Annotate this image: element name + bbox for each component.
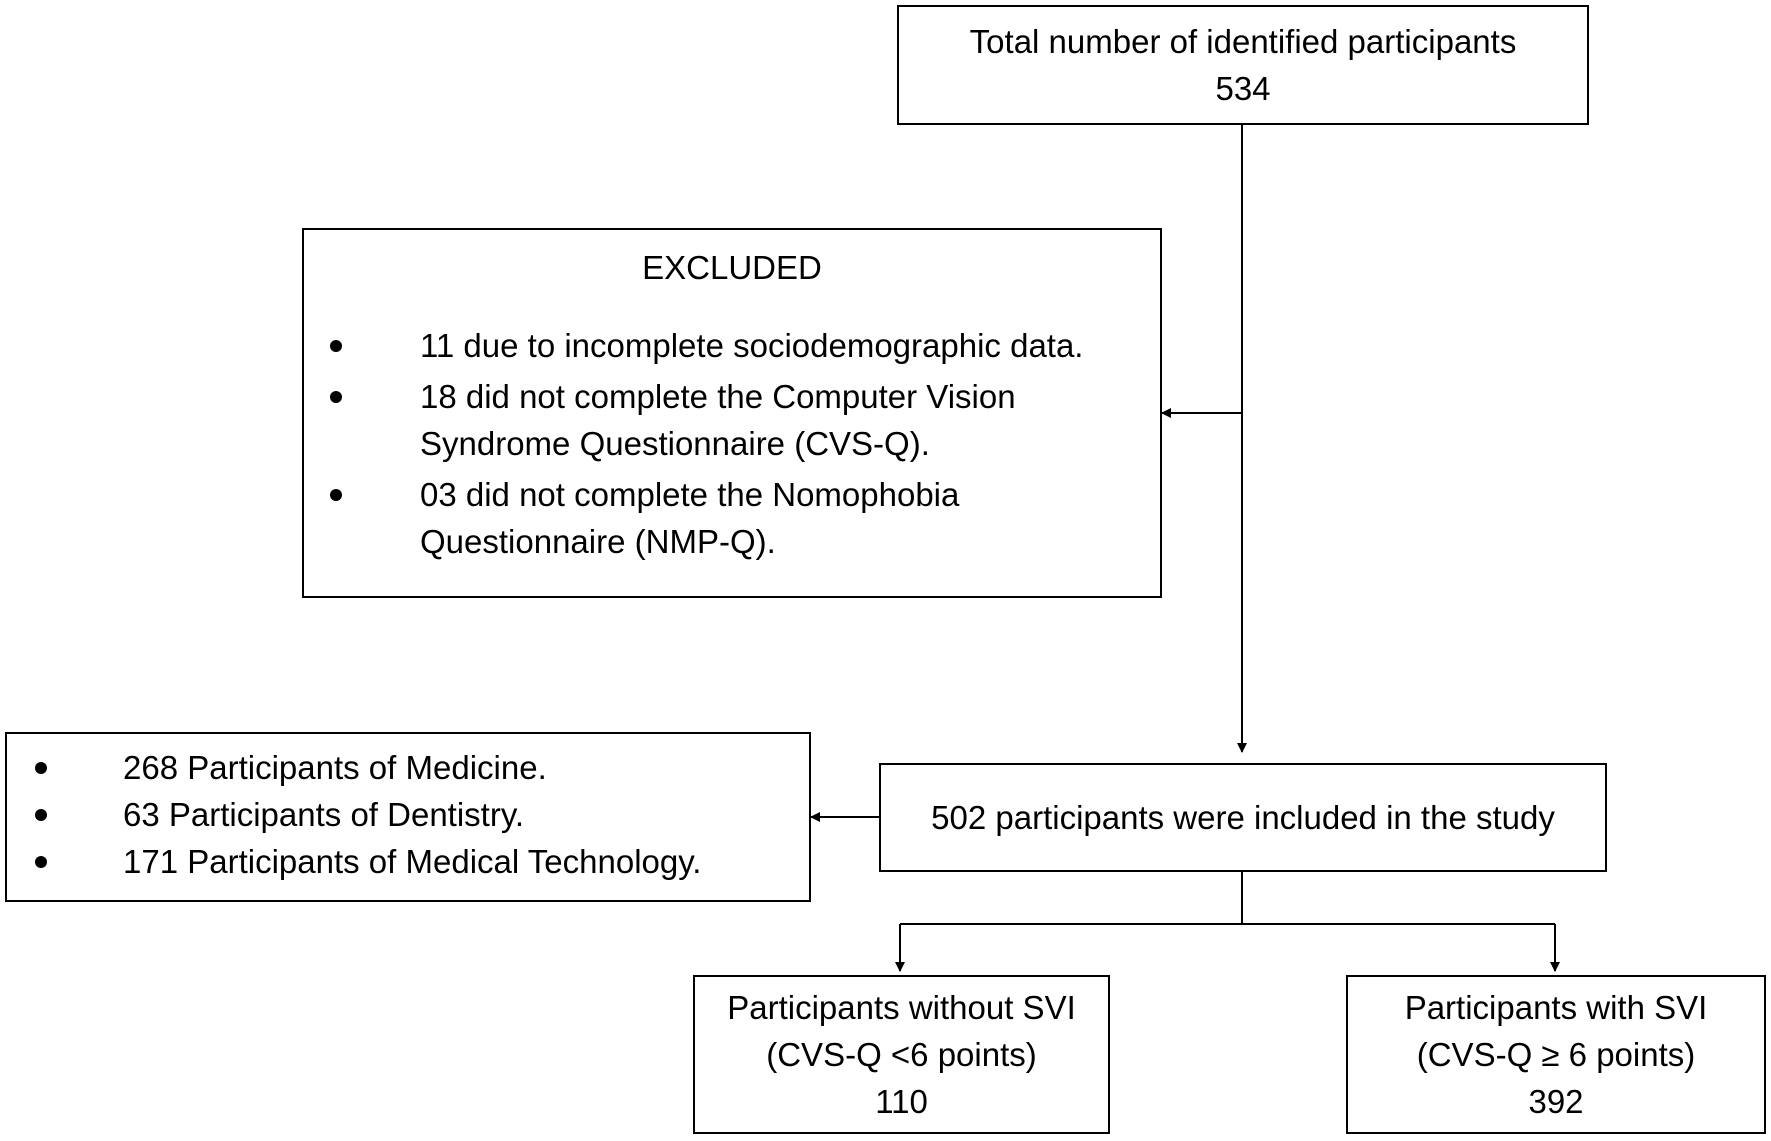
excluded-box: EXCLUDED 11 due to incomplete sociodemog… [302,228,1162,598]
faculty-item-label: 171 Participants of Medical Technology. [123,843,702,880]
without-svi-criterion: (CVS-Q <6 points) [766,1036,1037,1073]
excluded-item-line: 18 did not complete the Computer Vision [420,378,1016,415]
bullet-icon [35,809,47,821]
without-svi-label: Participants without SVI [727,989,1076,1026]
faculty-item-label: 268 Participants of Medicine. [123,749,547,786]
included-text: 502 participants were included in the st… [931,799,1555,836]
excluded-list: 11 due to incomplete sociodemographic da… [304,322,1160,565]
bullet-icon [35,762,47,774]
excluded-item-line: Syndrome Questionnaire (CVS-Q). [420,425,930,462]
excluded-item-line: 11 due to incomplete sociodemographic da… [420,327,1084,364]
faculty-item: 63 Participants of Dentistry. [7,791,809,838]
total-participants-box: Total number of identified participants … [897,5,1589,125]
bullet-icon [35,856,47,868]
excluded-heading: EXCLUDED [642,249,822,286]
with-svi-label: Participants with SVI [1404,989,1708,1026]
excluded-item-line: 03 did not complete the Nomophobia [420,476,960,513]
bullet-icon [330,489,342,501]
faculty-item: 171 Participants of Medical Technology. [7,838,809,885]
faculty-item: 268 Participants of Medicine. [7,744,809,791]
faculty-breakdown-box: 268 Participants of Medicine. 63 Partici… [5,732,811,902]
total-participants-count: 534 [1215,70,1271,107]
excluded-item: 11 due to incomplete sociodemographic da… [304,322,1160,369]
excluded-item: 18 did not complete the Computer Vision … [304,373,1160,467]
with-svi-criterion: (CVS-Q ≥ 6 points) [1416,1036,1696,1073]
faculty-item-label: 63 Participants of Dentistry. [123,796,525,833]
bullet-icon [330,391,342,403]
with-svi-count: 392 [1528,1083,1584,1120]
faculty-list: 268 Participants of Medicine. 63 Partici… [7,744,809,885]
included-box: 502 participants were included in the st… [879,763,1607,872]
without-svi-count: 110 [875,1083,928,1120]
without-svi-box: Participants without SVI (CVS-Q <6 point… [693,975,1110,1134]
total-participants-title: Total number of identified participants [969,23,1517,60]
excluded-item-line: Questionnaire (NMP-Q). [420,523,776,560]
bullet-icon [330,340,342,352]
excluded-item: 03 did not complete the Nomophobia Quest… [304,471,1160,565]
with-svi-box: Participants with SVI (CVS-Q ≥ 6 points)… [1346,975,1766,1134]
